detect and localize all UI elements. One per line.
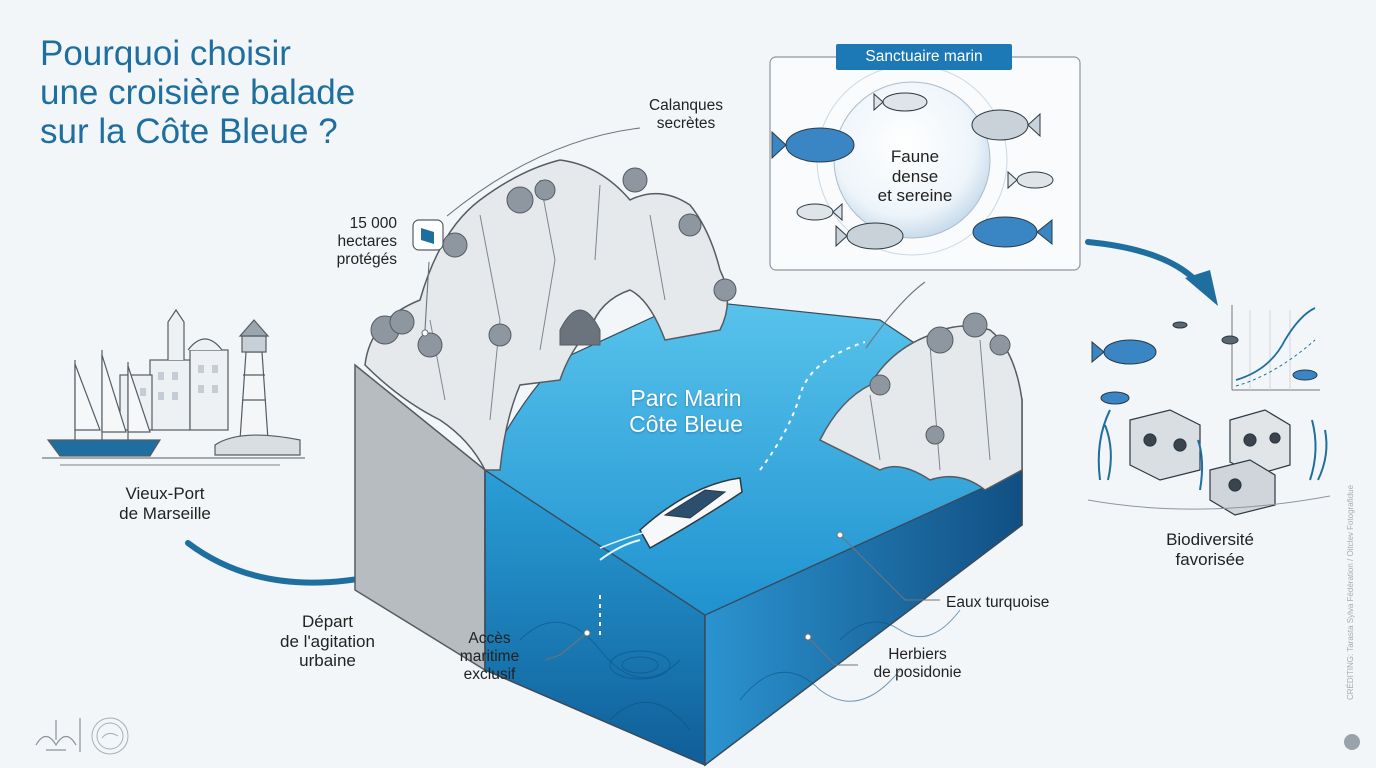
- label-acces: Accès maritime exclusif: [459, 630, 520, 683]
- title-line-1: Pourquoi choisir: [40, 34, 291, 73]
- fish-icon: [771, 92, 1054, 250]
- boat-icon: [599, 477, 743, 561]
- sanctuary-panel: [769, 56, 1081, 271]
- label-depart: Départ de l'agitation urbaine: [280, 612, 375, 671]
- park-name: Parc Marin Côte Bleue: [629, 385, 743, 438]
- chart-icon: [1231, 305, 1320, 391]
- label-hectares: 15 000 hectares protégés: [336, 215, 397, 268]
- sailboat-icon: [46, 350, 162, 457]
- label-herbiers: Herbiers de posidonie: [873, 646, 962, 681]
- sanctuary-badge: Sanctuaire marin: [836, 44, 1012, 70]
- lighthouse-icon: [214, 319, 301, 456]
- label-biodiversite: Biodiversité favorisée: [1166, 530, 1254, 569]
- page-title: Pourquoi choisir une croisière balade su…: [40, 34, 510, 152]
- label-calanques: Calanques secrètes: [648, 97, 724, 132]
- diorama-block: [354, 159, 1023, 767]
- label-fauna: Faune dense et sereine: [877, 147, 953, 206]
- reef-block-icon: [1129, 409, 1291, 516]
- vieux-port-illustration: [42, 308, 305, 466]
- label-eaux: Eaux turquoise: [946, 594, 1050, 611]
- corner-badge-icon: [1344, 734, 1360, 750]
- title-line-3: sur la Côte Bleue ?: [40, 112, 338, 152]
- logo-icon: [35, 718, 81, 752]
- stamp-icon: [91, 717, 129, 755]
- map-pin-icon: [412, 219, 444, 251]
- title-line-2: une croisière balade: [40, 73, 356, 113]
- biodiversity-illustration: [1087, 305, 1331, 516]
- label-vieux-port: Vieux-Port de Marseille: [119, 484, 211, 523]
- image-credit: CRÉDITING: Tarasta Sylva Fédération / Oi…: [1346, 484, 1355, 700]
